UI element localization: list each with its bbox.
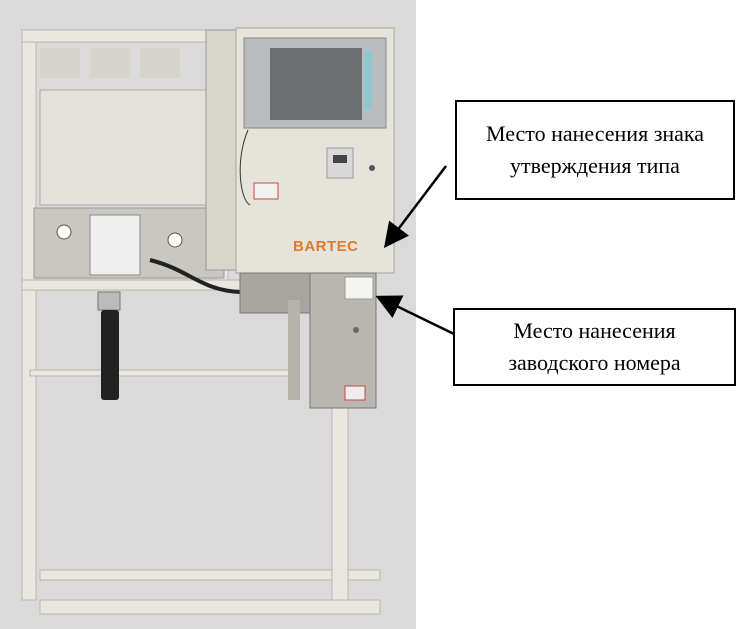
analyzer-photo: BARTEC (0, 0, 416, 629)
bartec-logo: BARTEC (293, 238, 359, 255)
analyzer-illustration (21, 27, 395, 615)
arrow-type-approval (383, 165, 447, 248)
callout-serial-number: Место нанесения заводского номера (453, 308, 736, 386)
filter-canister (101, 310, 119, 400)
serial-plate (344, 276, 374, 300)
left-enclosure (39, 89, 221, 206)
callout-type-approval-mark: Место нанесения знака утверждения типа (455, 100, 735, 200)
frame-base (39, 599, 381, 615)
display-screen (270, 48, 362, 120)
callout-line: утверждения типа (510, 153, 680, 178)
callout-line: заводского номера (508, 350, 681, 375)
arrow-serial-number (375, 295, 455, 336)
callout-line: Место нанесения знака (485, 121, 705, 146)
frame-base-front (39, 569, 381, 581)
callout-line: Место нанесения (513, 318, 676, 343)
